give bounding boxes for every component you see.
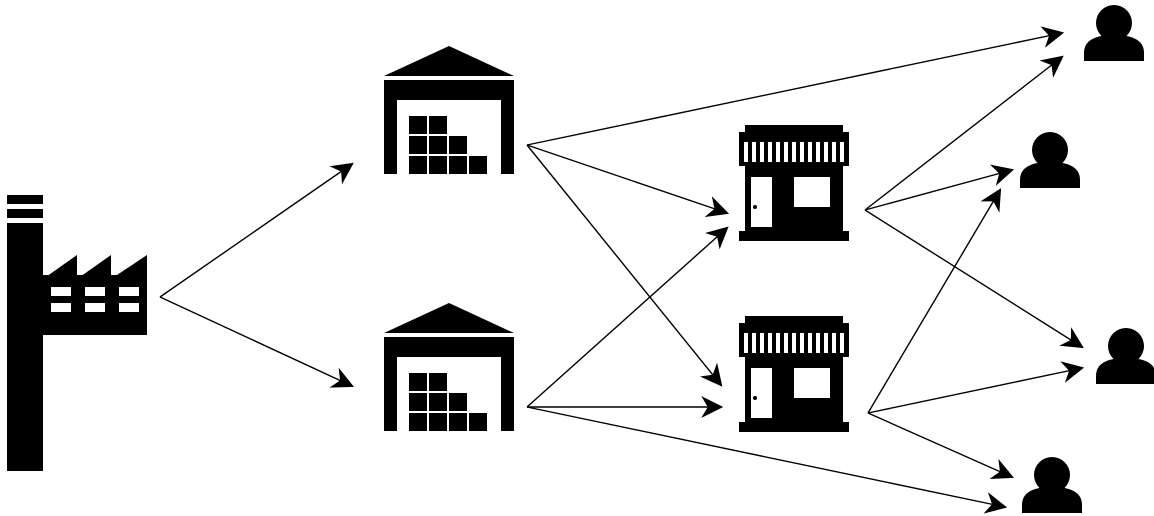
- factory-icon: [7, 195, 147, 471]
- edge-arrow-store-2-to-customer-3: [867, 361, 1085, 414]
- edges-layer: [159, 26, 1085, 514]
- edge-arrow-store-1-to-customer-2: [864, 164, 1015, 211]
- store-icon: [739, 316, 849, 432]
- edge-arrow-store-2-to-customer-2: [867, 188, 1002, 414]
- person-icon: [1022, 457, 1082, 513]
- person-icon: [1020, 132, 1080, 188]
- store-icon: [739, 125, 849, 241]
- edge-arrow-store-2-to-customer-4: [867, 412, 1015, 480]
- edge-arrow-warehouse-2-to-store-1: [526, 226, 729, 408]
- person-icon: [1084, 5, 1144, 61]
- edge-arrow-warehouse-1-to-store-2: [526, 144, 723, 387]
- edge-arrow-store-1-to-customer-3: [864, 209, 1084, 349]
- edge-arrow-warehouse-2-to-customer-4: [526, 406, 1008, 514]
- warehouse-icon: [384, 46, 514, 174]
- edge-arrow-factory-to-warehouse-2: [159, 296, 354, 388]
- edge-arrow-factory-to-warehouse-1: [159, 162, 354, 298]
- person-icon: [1096, 328, 1154, 384]
- edge-arrow-store-1-to-customer-1: [864, 55, 1064, 211]
- edge-arrow-warehouse-1-to-store-1: [526, 144, 730, 218]
- edge-arrow-warehouse-1-to-customer-1: [526, 26, 1065, 146]
- warehouse-icon: [384, 303, 514, 431]
